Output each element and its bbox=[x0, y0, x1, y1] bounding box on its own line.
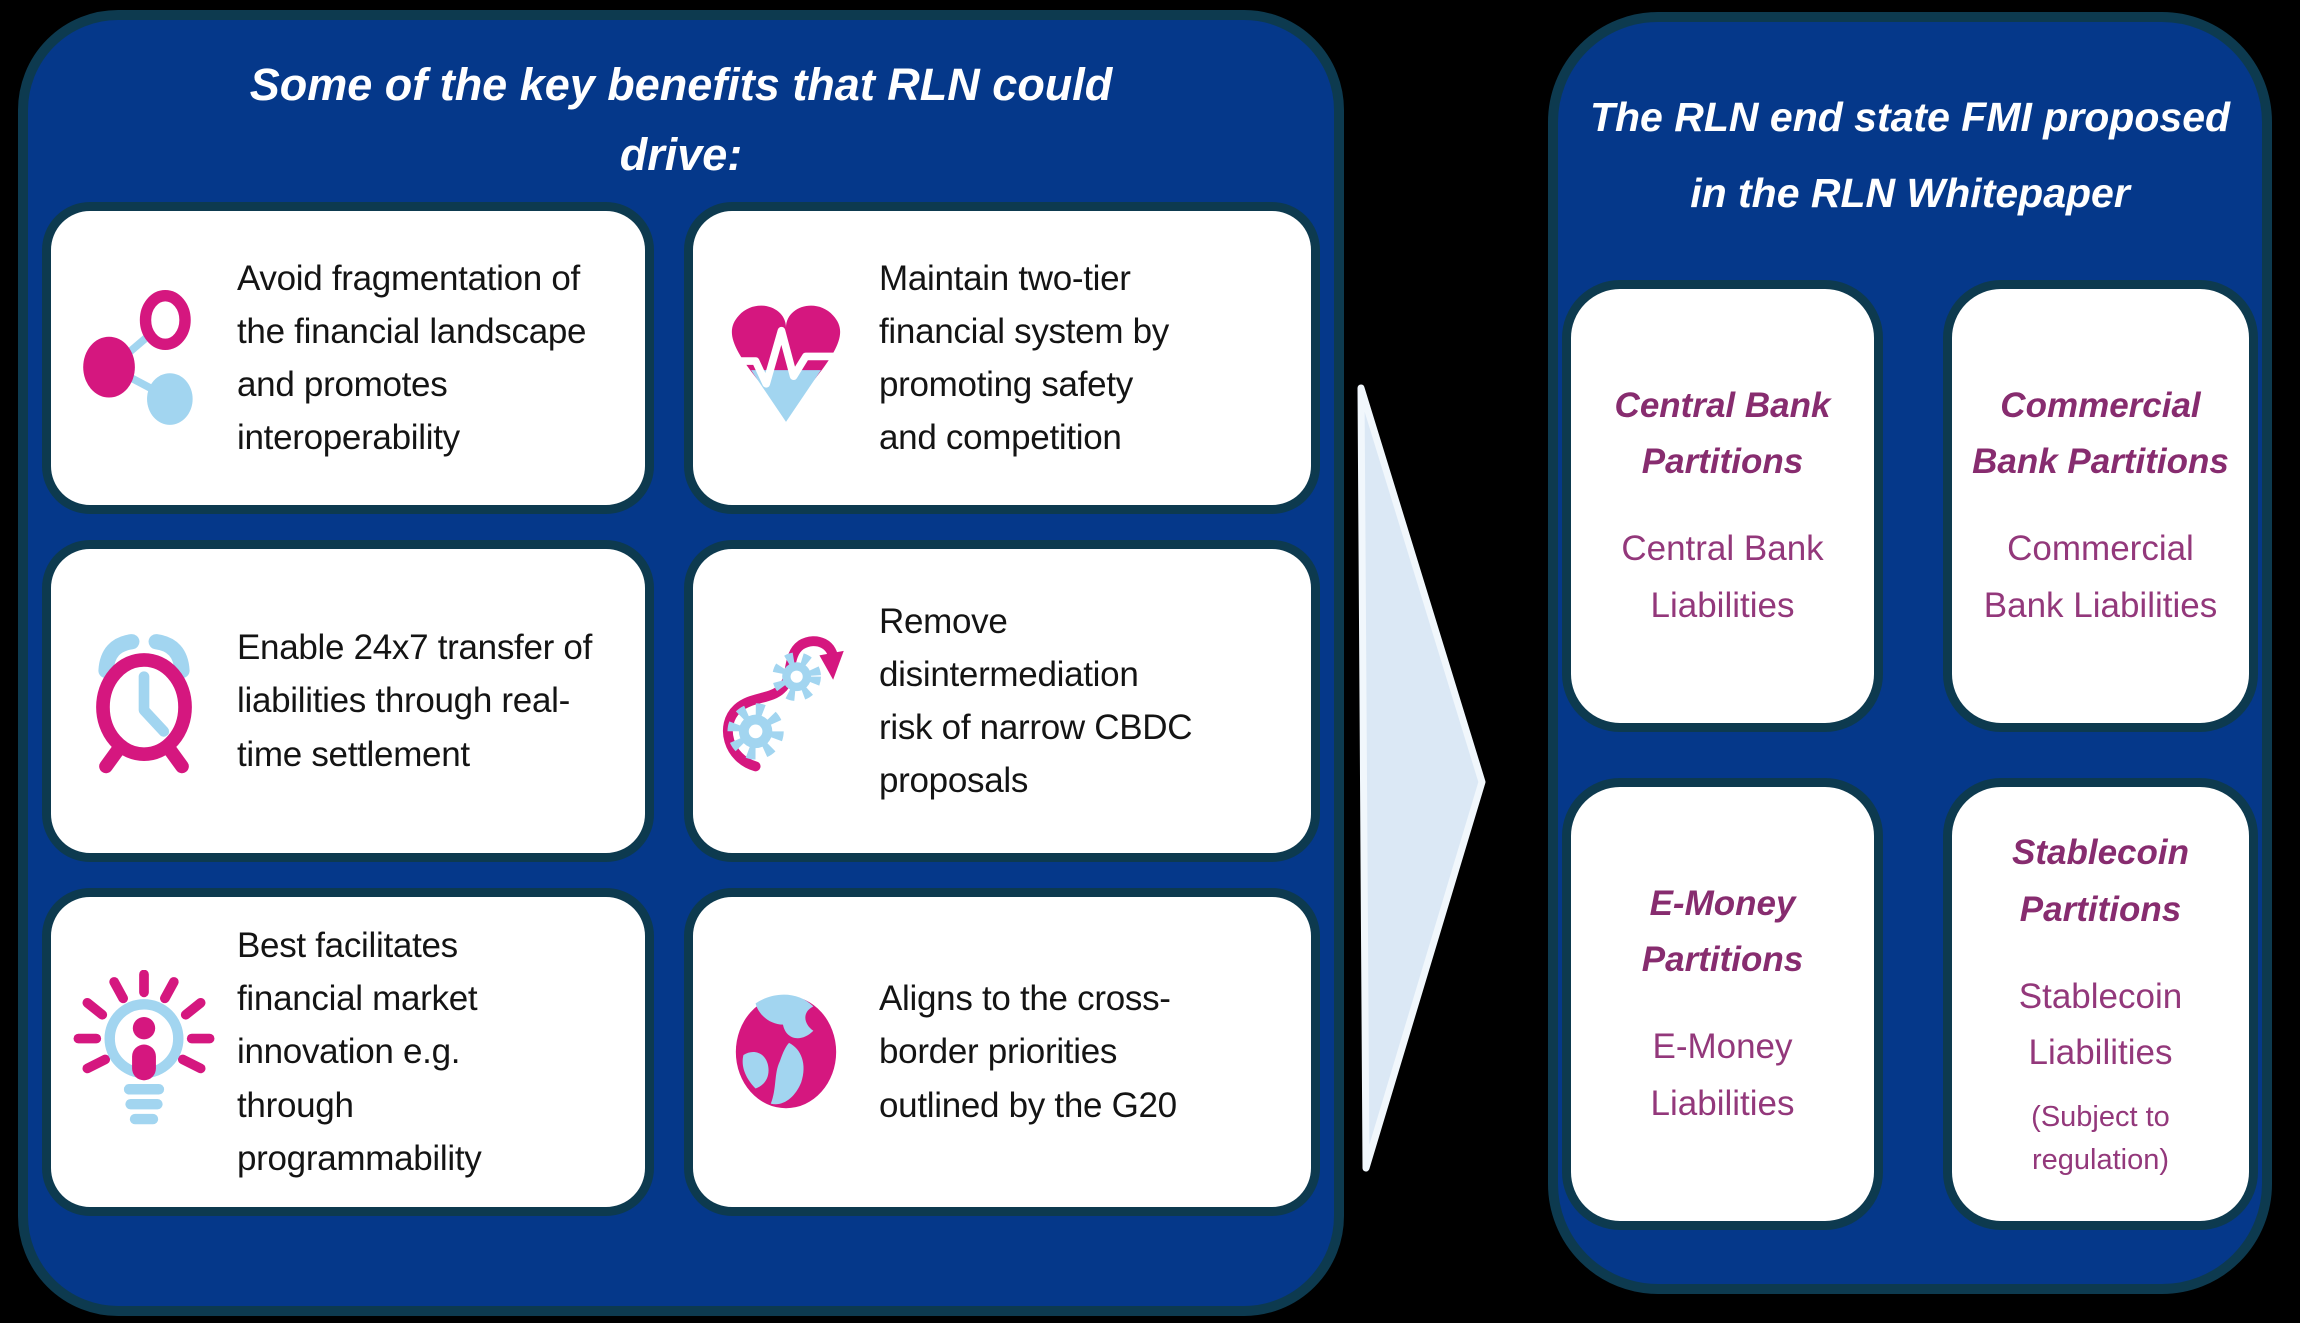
network-nodes-icon bbox=[65, 276, 223, 440]
benefit-card-text: Aligns to the cross- border priorities o… bbox=[879, 979, 1177, 1125]
partition-body: E-Money Liabilities bbox=[1650, 1027, 1795, 1123]
heart-pulse-icon bbox=[707, 276, 865, 440]
benefit-card-disintermediation: Remove disintermediation risk of narrow … bbox=[684, 540, 1320, 862]
partition-card-e-money: E-Money Partitions E-Money Liabilities bbox=[1562, 778, 1883, 1230]
partition-title: Commercial Bank Partitions bbox=[1972, 385, 2229, 482]
partition-body: Commercial Bank Liabilities bbox=[1983, 529, 2218, 625]
partition-body: Central Bank Liabilities bbox=[1621, 529, 1824, 625]
benefit-card-two-tier: Maintain two-tier financial system by pr… bbox=[684, 202, 1320, 514]
alarm-clock-icon bbox=[65, 619, 223, 783]
partition-card-stablecoin: Stablecoin Partitions Stablecoin Liabili… bbox=[1943, 778, 2258, 1230]
gears-cycle-icon bbox=[707, 619, 865, 783]
benefit-card-text: Enable 24x7 transfer of liabilities thro… bbox=[237, 628, 592, 774]
benefit-card-24x7: Enable 24x7 transfer of liabilities thro… bbox=[42, 540, 654, 862]
benefit-card-cross-border: Aligns to the cross- border priorities o… bbox=[684, 888, 1320, 1216]
partition-title: Stablecoin Partitions bbox=[2012, 833, 2189, 929]
benefit-card-text: Avoid fragmentation of the financial lan… bbox=[237, 258, 587, 458]
partition-card-grid: Central Bank Partitions Central Bank Lia… bbox=[1558, 280, 2262, 1230]
partition-card-central-bank: Central Bank Partitions Central Bank Lia… bbox=[1562, 280, 1883, 732]
benefit-card-text: Remove disintermediation risk of narrow … bbox=[879, 601, 1193, 801]
partition-title: E-Money Partitions bbox=[1641, 883, 1804, 980]
benefit-card-text: Maintain two-tier financial system by pr… bbox=[879, 258, 1169, 458]
fmi-panel: The RLN end state FMI proposed in the RL… bbox=[1548, 12, 2272, 1294]
benefits-panel-title: Some of the key benefits that RLN could … bbox=[249, 59, 1113, 180]
partition-body: Stablecoin Liabilities bbox=[2018, 976, 2183, 1073]
benefits-card-grid: Avoid fragmentation of the financial lan… bbox=[28, 202, 1334, 1216]
benefit-card-fragmentation: Avoid fragmentation of the financial lan… bbox=[42, 202, 654, 514]
fmi-panel-title: The RLN end state FMI proposed in the RL… bbox=[1589, 94, 2231, 216]
benefits-panel: Some of the key benefits that RLN could … bbox=[18, 10, 1344, 1316]
partition-title: Central Bank Partitions bbox=[1614, 385, 1831, 482]
partition-card-commercial-bank: Commercial Bank Partitions Commercial Ba… bbox=[1943, 280, 2258, 732]
globe-icon bbox=[707, 970, 865, 1134]
benefit-card-text: Best facilitates financial market innova… bbox=[237, 926, 482, 1178]
partition-note: (Subject to regulation) bbox=[2031, 1100, 2170, 1177]
lightbulb-innovation-icon bbox=[65, 970, 223, 1134]
transition-arrow-icon bbox=[1357, 384, 1486, 1172]
benefit-card-innovation: Best facilitates financial market innova… bbox=[42, 888, 654, 1216]
